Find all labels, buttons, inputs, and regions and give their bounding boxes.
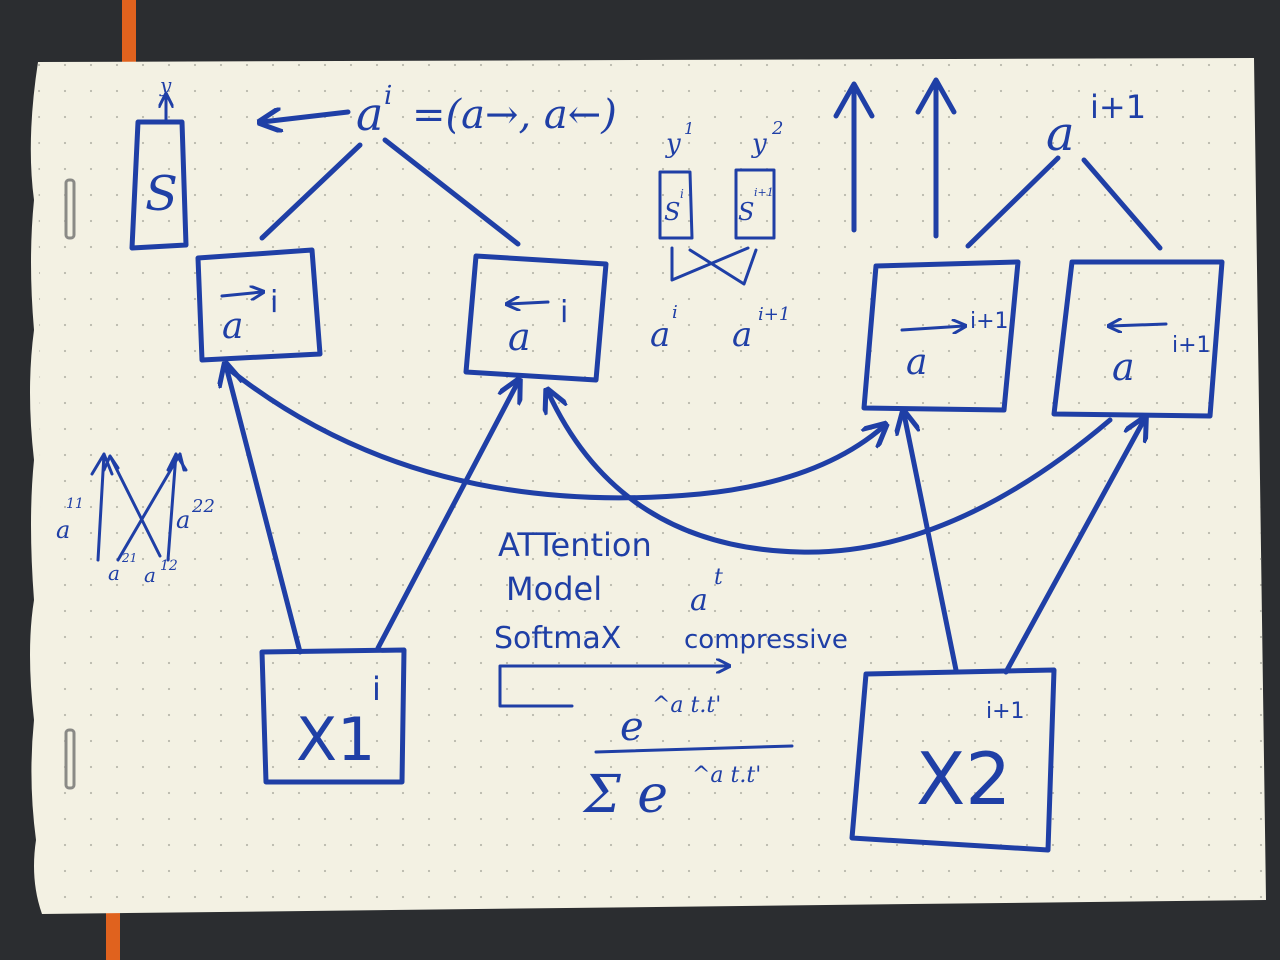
s1-box bbox=[658, 170, 694, 240]
a-eq-sup: i bbox=[384, 81, 392, 111]
x1-to-bwd-arrow bbox=[375, 382, 518, 651]
side-arrow-2 bbox=[102, 454, 162, 558]
formula-numerator-sup: ^a t.t' bbox=[652, 693, 721, 718]
fwd-a2-sup: i+1 bbox=[970, 309, 1009, 334]
x2-to-bwd-arrow bbox=[1003, 420, 1144, 675]
up-arrow-left bbox=[833, 81, 875, 233]
x2-sup: i+1 bbox=[986, 699, 1025, 724]
attention-label: ATTention bbox=[498, 526, 652, 564]
small-a1-sup: i bbox=[672, 302, 678, 323]
softmax-bracket-arrow bbox=[498, 666, 728, 708]
bwd-arrow-glyph bbox=[508, 302, 550, 304]
a-next-label: a bbox=[1046, 106, 1075, 162]
x1-label: X1 bbox=[296, 705, 375, 775]
side-a21-label: a bbox=[108, 561, 120, 585]
small-a1-label: a bbox=[650, 315, 670, 355]
fwd-activation-box bbox=[195, 247, 323, 363]
y2-label: y bbox=[751, 129, 767, 159]
side-a11-sup: 11 bbox=[66, 496, 84, 512]
x2-to-fwd-arrow bbox=[904, 414, 959, 673]
s2-sup: i+1 bbox=[754, 186, 774, 199]
fwd-a-sup: i bbox=[270, 285, 278, 320]
y-top-label: y bbox=[159, 73, 172, 97]
fwd-arrow-glyph bbox=[220, 292, 262, 296]
bookmark-ribbon-top bbox=[122, 0, 136, 70]
small-a2-sup: i+1 bbox=[758, 304, 790, 325]
staple-top bbox=[64, 178, 76, 240]
side-a21-sup: 21 bbox=[121, 551, 137, 565]
formula-denominator-sup: ^a t.t' bbox=[692, 763, 761, 788]
a-eq-rhs: =(a→, a←) bbox=[412, 92, 617, 138]
staple-bottom bbox=[64, 728, 76, 790]
y1-label: y bbox=[665, 129, 681, 159]
s2-box bbox=[734, 168, 776, 240]
s1-sup: i bbox=[680, 187, 684, 201]
paper-dot-grid bbox=[38, 58, 1266, 914]
fwd-a2-label: a bbox=[906, 342, 927, 383]
bwd-a-label: a bbox=[508, 315, 531, 359]
a-next-sup: i+1 bbox=[1090, 88, 1146, 126]
x2-label: X2 bbox=[916, 737, 1011, 821]
s1-label: S bbox=[664, 198, 680, 226]
anext-to-bwd-line bbox=[1081, 157, 1163, 251]
side-arrow-1 bbox=[90, 452, 114, 562]
a-eq-label: a bbox=[356, 87, 383, 141]
formula-denominator: Σ e bbox=[582, 765, 668, 825]
side-arrow-4 bbox=[166, 452, 188, 562]
compressive-label: compressive bbox=[684, 625, 848, 655]
bwd-a2-label: a bbox=[1112, 345, 1135, 389]
s-box-label: S bbox=[145, 166, 178, 222]
side-a12-label: a bbox=[144, 563, 156, 587]
up-arrow-right bbox=[915, 77, 957, 239]
small-cross-lines bbox=[670, 246, 758, 286]
s2-label: S bbox=[738, 198, 754, 226]
ai-to-bwd-line bbox=[382, 137, 521, 247]
bwd-a-sup: i bbox=[560, 295, 568, 330]
y1-sup: 1 bbox=[684, 119, 694, 138]
fwd-arrow-glyph-next bbox=[900, 326, 964, 330]
anext-to-fwd-line bbox=[965, 155, 1061, 249]
arrow-to-s bbox=[262, 112, 351, 122]
bwd-arrow-glyph-next bbox=[1110, 324, 1168, 326]
fwd-a-label: a bbox=[222, 306, 243, 347]
bwd-activation-box bbox=[463, 253, 609, 383]
bwd-recurrent-arrow bbox=[548, 392, 1113, 555]
softmax-label: SoftmaX bbox=[494, 621, 621, 656]
x1-input-box bbox=[259, 647, 407, 785]
bookmark-ribbon-bottom bbox=[106, 905, 120, 960]
at-sup: t bbox=[714, 565, 723, 590]
side-a22-sup: 22 bbox=[191, 496, 215, 517]
side-a22-label: a bbox=[176, 506, 190, 534]
x1-to-fwd-arrow bbox=[226, 366, 303, 655]
bwd-a2-sup: i+1 bbox=[1172, 333, 1211, 358]
x1-sup: i bbox=[372, 670, 381, 708]
fraction-bar bbox=[594, 744, 794, 754]
small-a2-label: a bbox=[732, 315, 752, 355]
formula-numerator: e bbox=[620, 704, 644, 750]
y2-sup: 2 bbox=[771, 118, 783, 139]
ai-to-fwd-line bbox=[259, 142, 363, 241]
side-a12-sup: 12 bbox=[160, 558, 178, 574]
side-a11-label: a bbox=[56, 516, 70, 544]
fwd-activation-box-next bbox=[861, 259, 1021, 413]
model-label: Model bbox=[506, 570, 602, 608]
at-label: a bbox=[690, 583, 708, 618]
x2-input-box bbox=[849, 667, 1057, 853]
bwd-activation-box-next bbox=[1051, 259, 1225, 419]
